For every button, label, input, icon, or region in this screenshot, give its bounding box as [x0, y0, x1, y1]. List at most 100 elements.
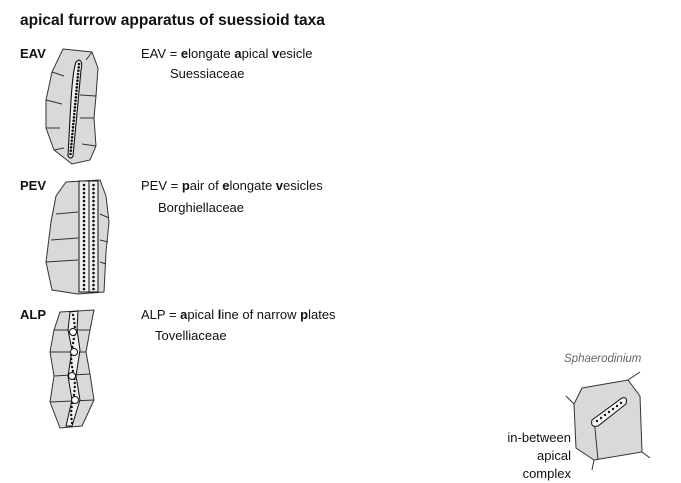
vesicle-dot [82, 259, 86, 263]
alp-junction-marker-1 [69, 328, 77, 336]
row-family-pev: Borghiellaceae [158, 200, 245, 215]
vesicle-dot [71, 126, 75, 129]
vesicle-dot [92, 247, 95, 251]
vesicle-dot [72, 337, 76, 341]
vesicle-dot [82, 239, 86, 243]
vesicle-dot [92, 243, 95, 247]
eav-plate-sutures [45, 51, 97, 151]
vesicle-dot [595, 419, 599, 423]
inset-taxon-label: Sphaerodinium [564, 353, 642, 365]
vesicle-dot [73, 325, 76, 329]
vesicle-dot [82, 191, 86, 195]
vesicle-dot [72, 317, 75, 321]
alp-plate-drawing [49, 309, 95, 429]
vesicle-dot [76, 76, 80, 79]
vesicle-dot [73, 389, 76, 393]
vesicle-dot [72, 116, 76, 119]
vesicle-dot [92, 239, 95, 243]
inset-apical-dots [595, 401, 623, 423]
vesicle-dot [70, 365, 74, 369]
vesicle-dot [72, 119, 75, 122]
vesicle-dot [70, 413, 73, 417]
pev-plate-outline [45, 179, 110, 295]
vesicle-dot [73, 106, 77, 109]
vesicle-dot [82, 283, 86, 287]
alp-junction-marker-4 [71, 396, 79, 404]
vesicle-dot [82, 207, 86, 211]
vesicle-dot [82, 199, 86, 203]
row-code-alp: ALP [20, 307, 46, 322]
vesicle-dot [70, 136, 74, 139]
vesicle-dot [73, 102, 77, 106]
vesicle-dot [82, 235, 86, 239]
vesicle-dot [607, 410, 611, 414]
row-code-eav: EAV [20, 46, 46, 61]
vesicle-dot [82, 279, 86, 283]
vesicle-dot [77, 69, 80, 72]
vesicle-dot [69, 149, 73, 152]
vesicle-dot [603, 413, 607, 417]
vesicle-dot [73, 381, 76, 385]
vesicle-dot [92, 215, 95, 219]
vesicle-dot [70, 405, 73, 409]
vesicle-dot [82, 231, 86, 235]
pev-vesicle-dots [82, 183, 95, 291]
vesicle-dot [599, 416, 603, 420]
vesicle-dot [92, 227, 95, 231]
vesicle-dot [70, 139, 74, 142]
vesicle-dot [71, 345, 74, 349]
vesicle-dot [92, 259, 95, 263]
vesicle-dot [72, 393, 76, 397]
vesicle-dot [92, 251, 95, 255]
vesicle-dot [82, 215, 86, 219]
row-code-pev: PEV [20, 178, 47, 193]
vesicle-dot [92, 191, 95, 195]
vesicle-dot [71, 132, 74, 136]
vesicle-dot [82, 219, 86, 223]
vesicle-dot [82, 223, 86, 227]
vesicle-dot [82, 267, 86, 271]
vesicle-dot [73, 321, 76, 325]
vesicle-dot [92, 211, 95, 215]
vesicle-dot [82, 203, 86, 207]
vesicle-dot [82, 195, 86, 199]
vesicle-dot [77, 62, 81, 66]
vesicle-dot [71, 129, 75, 132]
figure-title: apical furrow apparatus of suessioid tax… [20, 12, 325, 29]
vesicle-dot [70, 142, 73, 146]
vesicle-dot [82, 255, 86, 259]
vesicle-dot [92, 219, 95, 223]
vesicle-dot [92, 267, 95, 271]
vesicle-dot [69, 152, 72, 156]
vesicle-dot [70, 417, 73, 421]
vesicle-dot [92, 255, 95, 259]
vesicle-dot [82, 247, 86, 251]
vesicle-dot [92, 199, 95, 203]
vesicle-dot [82, 275, 86, 279]
row-family-eav: Suessiaceae [170, 66, 245, 81]
sphaerodinium-inset-drawing [565, 371, 651, 471]
vesicle-dot [82, 183, 86, 187]
vesicle-dot [92, 263, 95, 267]
vesicle-dot [92, 187, 95, 191]
row-family-alp: Tovelliaceae [155, 328, 227, 343]
vesicle-dot [73, 385, 76, 389]
alp-junction-marker-3 [68, 372, 76, 380]
vesicle-dot [92, 287, 95, 291]
row-definition-pev: PEV = pair of elongate vesicles [141, 178, 323, 193]
vesicle-dot [75, 89, 78, 92]
vesicle-dot [92, 275, 95, 279]
vesicle-dot [72, 122, 75, 126]
row-definition-alp: ALP = apical line of narrow plates [141, 307, 336, 322]
pev-plate-sutures [45, 211, 110, 265]
vesicle-dot [82, 227, 86, 231]
pev-plate-drawing [45, 179, 110, 295]
vesicle-dot [76, 79, 79, 82]
vesicle-dot [77, 66, 80, 69]
vesicle-dot [82, 263, 86, 267]
vesicle-dot [82, 187, 86, 191]
vesicle-dot [69, 146, 73, 149]
vesicle-dot [82, 243, 86, 247]
eav-plate-drawing [45, 48, 99, 165]
